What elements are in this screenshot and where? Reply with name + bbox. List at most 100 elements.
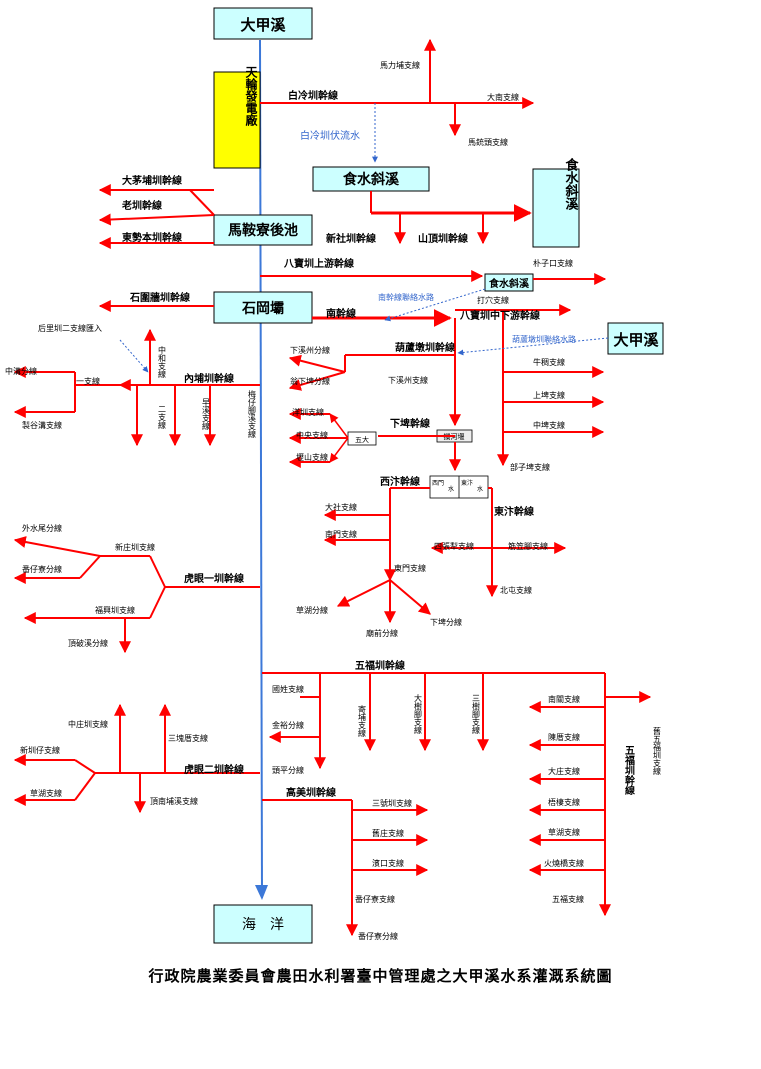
main-river-arrow bbox=[255, 885, 268, 900]
label-houli-inflow: 后里圳二支線匯入 bbox=[38, 323, 102, 333]
box-ocean: 海 洋 bbox=[213, 904, 313, 944]
label-dashe: 大社支線 bbox=[325, 502, 357, 512]
label-xinzhuang: 新庄圳支線 bbox=[115, 542, 155, 552]
svg-text:西門: 西門 bbox=[432, 480, 444, 487]
label-shezaiyin: 番仔寮分線 bbox=[22, 564, 62, 574]
label-hulu-liantong: 葫蘆墩圳聯絡水路 bbox=[512, 334, 576, 344]
label-xiapu-main: 下埤幹線 bbox=[390, 417, 430, 430]
svg-text:東汴: 東汴 bbox=[461, 479, 473, 487]
label-humao2: 虎眼二圳幹線 bbox=[184, 763, 244, 776]
label-mabutou: 馬銃頭支線 bbox=[468, 137, 508, 147]
label-shangpi: 上埤支線 bbox=[533, 390, 565, 400]
label-dalin1: 大樹腳支線 bbox=[414, 693, 423, 734]
label-dakong: 打穴支線 bbox=[477, 295, 509, 305]
box-shishui-small: 食水斜溪 bbox=[484, 273, 534, 292]
label-sanlin: 三樹腳支線 bbox=[472, 694, 481, 734]
box-shishuiliao-right: 食水斜溪 bbox=[532, 157, 580, 248]
label-shiweilun: 石圍牆圳幹線 bbox=[129, 291, 190, 304]
label-danan: 大南支線 bbox=[487, 92, 519, 102]
label-gaomei: 高美圳幹線 bbox=[286, 786, 336, 799]
label-dongbian-main: 東汴幹線 bbox=[494, 505, 534, 518]
svg-text:食水斜溪: 食水斜溪 bbox=[563, 157, 580, 211]
svg-text:五大: 五大 bbox=[355, 435, 369, 444]
label-jiewufu: 舊五福圳支線 bbox=[653, 726, 662, 775]
label-xinshe: 新社圳幹線 bbox=[326, 232, 376, 245]
box-shishuiliao-creek: 食水斜溪 bbox=[312, 166, 430, 192]
label-dingpo: 頂破溪分線 bbox=[68, 638, 108, 648]
label-xinzai: 新圳仔支線 bbox=[20, 745, 60, 755]
label-nangan-liantong: 南幹線聯絡水路 bbox=[378, 292, 434, 302]
label-haikou: 濱口支線 bbox=[372, 858, 404, 868]
label-dongping: 頭平分線 bbox=[272, 765, 304, 775]
label-huluduan-main: 葫蘆墩圳幹線 bbox=[395, 341, 455, 354]
label-shezaifen: 番仔寮分線 bbox=[358, 931, 398, 941]
label-humao1: 虎眼一圳幹線 bbox=[184, 572, 244, 585]
blue-links bbox=[119, 103, 609, 373]
label-bashan: 壢山支線 bbox=[296, 452, 328, 462]
label-shaolou: 梧棲支線 bbox=[548, 797, 580, 807]
svg-text:海 洋: 海 洋 bbox=[242, 917, 284, 933]
label-erzhi: 二支線 bbox=[158, 405, 167, 429]
label-miaoqian: 廟前分線 bbox=[366, 628, 398, 638]
label-sizhangli: 四張犁支線 bbox=[434, 541, 474, 551]
label-zaoxi: 早溪支線 bbox=[202, 398, 211, 430]
label-dongmen: 東門支線 bbox=[394, 563, 426, 573]
label-huoshao: 火燒橋支線 bbox=[544, 858, 584, 868]
label-shezai: 番仔寮支線 bbox=[355, 894, 395, 904]
box-dajia-top: 大甲溪 bbox=[213, 7, 313, 40]
diagram-caption: 行政院農業委員會農田水利署臺中管理處之大甲溪水系灌溉系統圖 bbox=[148, 967, 613, 985]
label-shanding: 山頂圳幹線 bbox=[418, 232, 468, 245]
box-dajia-right: 大甲溪 bbox=[607, 322, 664, 355]
label-malishui: 馬力埔支線 bbox=[380, 60, 420, 70]
svg-text:食水斜溪: 食水斜溪 bbox=[488, 277, 530, 290]
label-caohu2: 草湖支線 bbox=[548, 827, 580, 837]
label-sanhao: 三號圳支線 bbox=[372, 798, 412, 808]
box-fenshui: 西門 水 東汴 水 bbox=[429, 475, 489, 499]
canal-labels: 白冷圳幹線 白冷圳伏流水 馬力埔支線 大南支線 馬銃頭支線 新社圳幹線 山頂圳幹… bbox=[5, 60, 662, 941]
label-lao: 老圳幹線 bbox=[121, 199, 162, 212]
label-zhonghe: 中和支線 bbox=[158, 345, 167, 378]
label-guoxing: 國姓支線 bbox=[272, 684, 304, 694]
box-power-plant: 天輪發電廠 bbox=[213, 66, 261, 169]
label-xibian-main: 西汴幹線 bbox=[380, 475, 420, 488]
label-buzipi: 部子埤支線 bbox=[510, 462, 550, 472]
svg-text:天輪發電廠: 天輪發電廠 bbox=[244, 66, 258, 127]
svg-text:大甲溪: 大甲溪 bbox=[613, 331, 659, 349]
label-fulijiao: 筋笠腳支線 bbox=[508, 541, 548, 551]
label-xiapu-fen: 下埤分線 bbox=[430, 617, 462, 627]
label-yizhi: 一支線 bbox=[76, 376, 100, 386]
label-xiaxizhou-b: 下溪州支線 bbox=[388, 375, 428, 385]
label-wufu-vertical: 五福圳幹線 bbox=[623, 745, 636, 796]
box-shigang-dam: 石岡壩 bbox=[213, 291, 313, 324]
label-wufu-main: 五福圳幹線 bbox=[355, 659, 405, 672]
label-babao-midlow: 八寶圳中下游幹線 bbox=[459, 309, 540, 322]
box-wuda: 五大 bbox=[347, 431, 377, 446]
label-damaopu: 大茅埔圳幹線 bbox=[122, 174, 182, 187]
label-zhongpu: 中溝分線 bbox=[5, 366, 37, 376]
label-puzikou: 朴子口支線 bbox=[533, 258, 573, 268]
label-dingnan: 頂南埔溪支線 bbox=[150, 796, 198, 806]
label-yangtian: 洋圳支線 bbox=[292, 407, 324, 417]
label-jiuzhuang: 舊庄支線 bbox=[372, 828, 404, 838]
svg-text:水: 水 bbox=[448, 485, 454, 493]
label-xiaxizhou-a: 下溪州分線 bbox=[290, 345, 330, 355]
label-sancheng: 三塊厝支線 bbox=[168, 733, 208, 743]
label-dongshiben: 東勢本圳幹線 bbox=[122, 231, 182, 244]
box-maanliao-pond: 馬鞍寮後池 bbox=[213, 214, 313, 246]
label-meizi: 梅仔腳溪支線 bbox=[248, 389, 257, 438]
svg-text:大甲溪: 大甲溪 bbox=[240, 16, 286, 34]
label-nan-main: 南幹線 bbox=[326, 307, 356, 320]
main-river-line bbox=[259, 39, 263, 899]
svg-text:水: 水 bbox=[477, 485, 483, 493]
label-zhigushui: 製谷溝支線 bbox=[22, 420, 62, 430]
label-chenliu: 陳厝支線 bbox=[548, 732, 580, 742]
label-neipu: 內埔圳幹線 bbox=[184, 372, 234, 385]
label-dazhuang: 大庄支線 bbox=[548, 766, 580, 776]
label-nankuai: 南關支線 bbox=[548, 694, 580, 704]
svg-text:石岡壩: 石岡壩 bbox=[241, 301, 284, 317]
canal-lines bbox=[13, 38, 652, 937]
label-babao-up: 八寶圳上游幹線 bbox=[283, 257, 354, 270]
label-baileng-fuliu: 白冷圳伏流水 bbox=[300, 129, 360, 142]
label-zhongpi: 中埤支線 bbox=[533, 420, 565, 430]
